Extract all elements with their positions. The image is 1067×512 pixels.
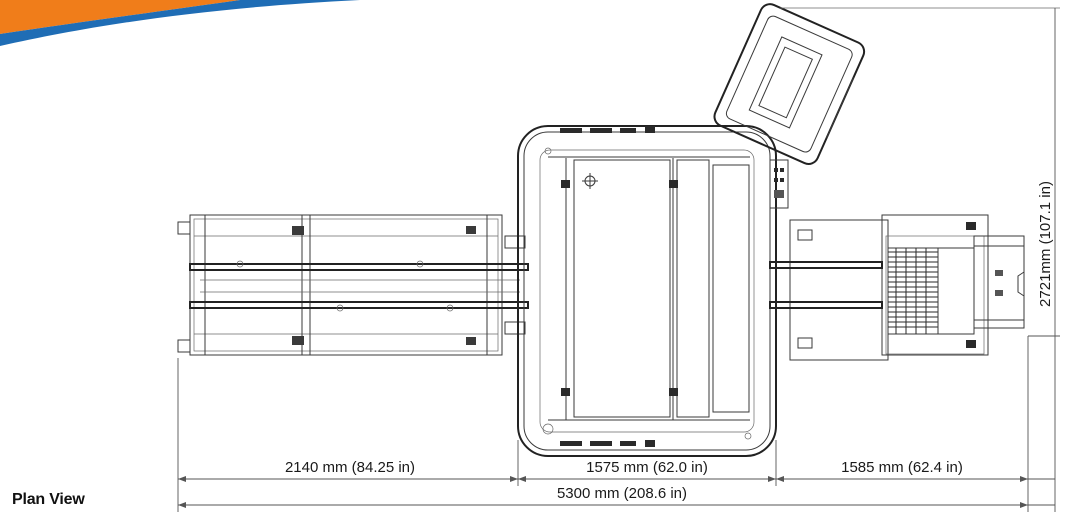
dim-overall-height: 2721mm (107.1 in): [1037, 181, 1054, 307]
top-tray: [713, 3, 866, 165]
brand-swoosh: [0, 0, 360, 46]
swoosh-orange: [0, 0, 240, 34]
dim-left-segment: 2140 mm (84.25 in): [285, 459, 415, 476]
dimension-lines: [177, 8, 1060, 512]
dim-overall-length: 5300 mm (208.6 in): [557, 485, 687, 502]
plan-view-label: Plan View: [12, 491, 85, 508]
dim-right-segment: 1585 mm (62.4 in): [841, 459, 963, 476]
dim-center-segment: 1575 mm (62.0 in): [586, 459, 708, 476]
main-unit: [517, 125, 789, 457]
swoosh-blue: [0, 0, 360, 46]
outfeed-unit: [769, 214, 1025, 361]
infeed-table: [177, 214, 529, 356]
